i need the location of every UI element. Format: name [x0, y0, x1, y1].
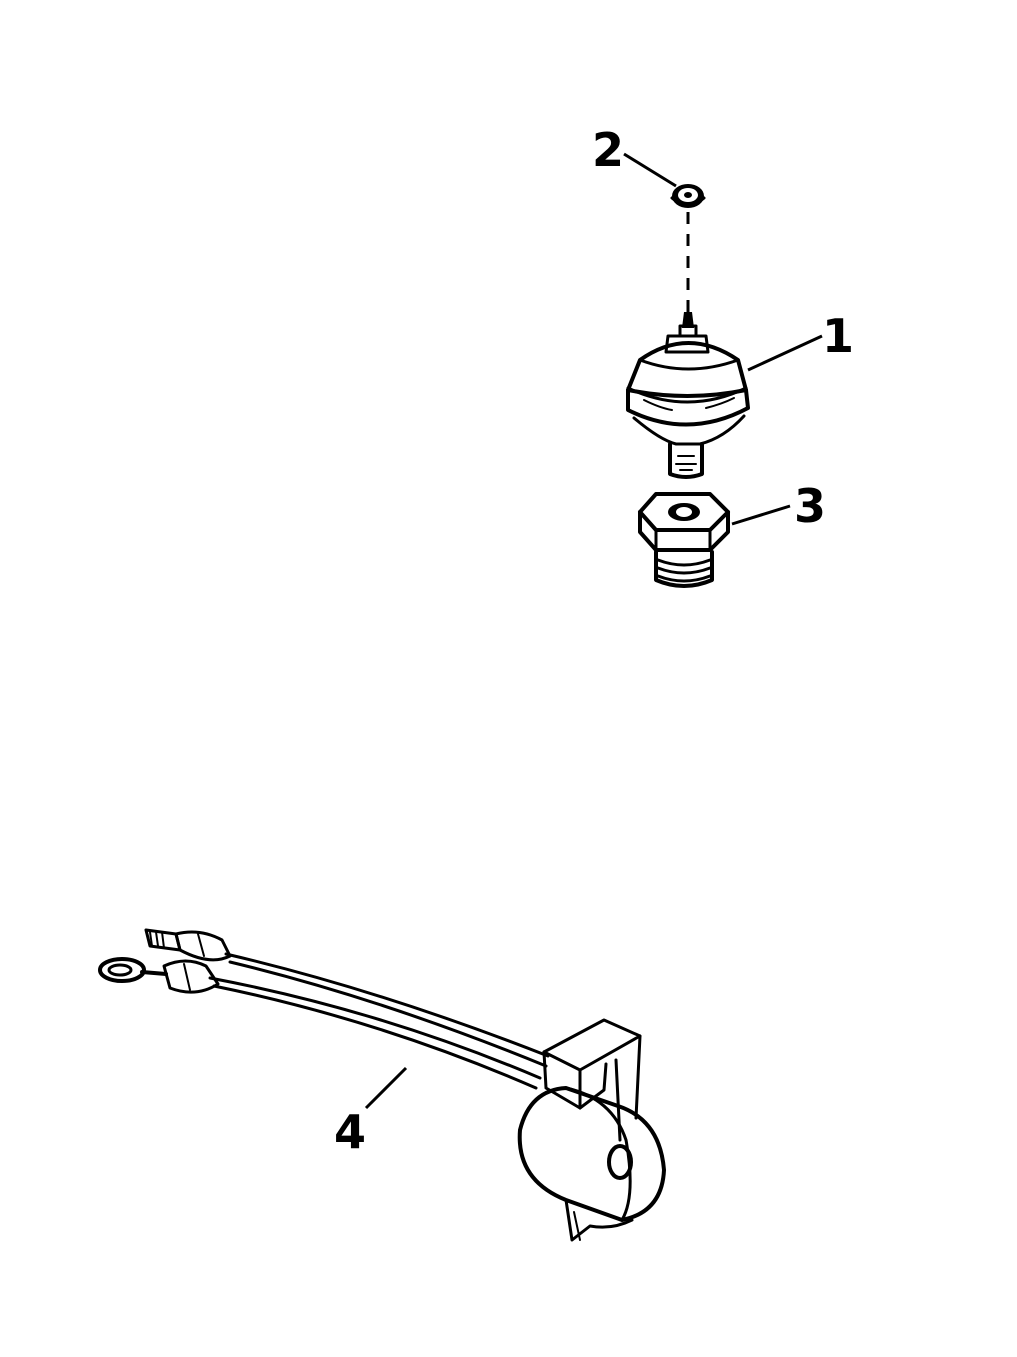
callout-3: 3	[794, 479, 826, 533]
coil-with-leads-icon[interactable]	[98, 928, 666, 1242]
callout-2: 2	[592, 123, 624, 177]
nut-icon[interactable]	[670, 184, 706, 208]
leader-line-3	[731, 504, 791, 526]
leader-line-2	[623, 152, 677, 188]
callout-4: 4	[334, 1105, 366, 1159]
adapter-fitting-icon[interactable]	[638, 492, 730, 588]
leader-line-1	[747, 334, 823, 372]
callout-1: 1	[822, 309, 854, 363]
pressure-switch-icon[interactable]	[626, 312, 750, 479]
leader-line-4	[364, 1066, 408, 1110]
